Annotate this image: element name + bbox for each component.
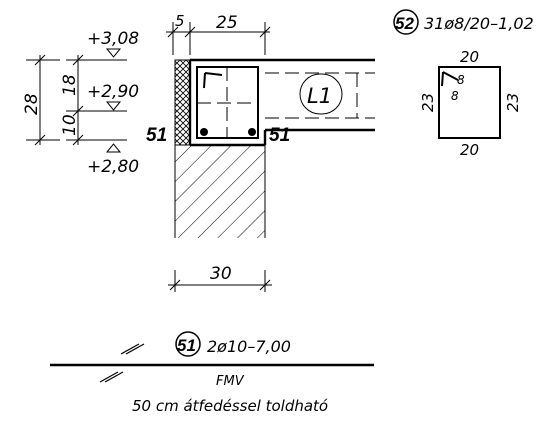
bar-break-mark-bottom-1 bbox=[99, 371, 119, 383]
dim-beam-width-text: 25 bbox=[216, 13, 238, 33]
wall-hatch bbox=[175, 145, 265, 238]
dim-top-tick-3 bbox=[259, 26, 271, 38]
bar-spec-text: 2ø10–7,00 bbox=[207, 337, 291, 356]
bar-detail: 51 2ø10–7,00 FMV 50 cm átfedéssel toldha… bbox=[50, 331, 374, 415]
dim-cover-text: 5 bbox=[175, 12, 185, 30]
dim-total-tick-bottom bbox=[34, 134, 46, 146]
bar-type-text: FMV bbox=[216, 374, 245, 389]
level-top-label: +3,08 bbox=[87, 29, 139, 49]
stirrup-mark-circle bbox=[393, 9, 419, 35]
dim-chain-tick-bottom bbox=[72, 134, 84, 146]
dim-total-text: 28 bbox=[22, 93, 42, 115]
dim-wall-tick-right bbox=[259, 279, 271, 291]
dim-top-tick-1 bbox=[167, 26, 179, 38]
dim-chain-tick-mid bbox=[72, 105, 84, 117]
slab-label-bubble bbox=[299, 73, 343, 115]
stirrup-left-dim: 23 bbox=[419, 93, 437, 112]
stirrup-top-dim: 20 bbox=[460, 48, 479, 66]
level-bottom-triangle bbox=[105, 143, 122, 153]
stirrup-right-dim: 23 bbox=[504, 93, 522, 112]
insulation-strip bbox=[174, 59, 191, 146]
bar-break-mark-top-2 bbox=[125, 343, 145, 355]
bar-break-mark-top-1 bbox=[120, 343, 140, 355]
rebar-left bbox=[200, 128, 208, 136]
beam-section: 51 51 L1 bbox=[146, 58, 375, 238]
dim-total-tick-top bbox=[34, 54, 46, 66]
stirrup-detail-hook bbox=[441, 71, 459, 87]
vertical-dimensions: 28 18 10 bbox=[22, 54, 100, 146]
level-mid-label: +2,90 bbox=[87, 82, 139, 102]
stirrup-hook-8a: 8 bbox=[457, 73, 465, 87]
stirrup-detail: 52 31ø8/20–1,02 8 8 20 20 23 23 bbox=[393, 9, 534, 159]
dim-wall-tick-left bbox=[169, 279, 181, 291]
dim-upper-text: 18 bbox=[60, 74, 80, 96]
bar-mark-circle bbox=[175, 331, 201, 357]
level-marks: +3,08 +2,90 +2,80 bbox=[87, 29, 139, 177]
bottom-dimension: 30 bbox=[168, 264, 272, 292]
top-dimensions: 5 25 bbox=[166, 12, 271, 55]
bar-note-text: 50 cm átfedéssel toldható bbox=[132, 397, 328, 415]
dim-top-tick-2 bbox=[184, 26, 196, 38]
bar-mark-text: 51 bbox=[177, 336, 196, 355]
dim-chain-tick-top bbox=[72, 54, 84, 66]
dim-wall-text: 30 bbox=[210, 264, 232, 284]
dim-lower-text: 10 bbox=[60, 114, 80, 136]
rebar-mark-left: 51 bbox=[146, 125, 167, 146]
stirrup-spec-text: 31ø8/20–1,02 bbox=[424, 14, 534, 33]
level-bottom-label: +2,80 bbox=[87, 157, 139, 177]
bar-break-mark-bottom-2 bbox=[104, 371, 124, 383]
stirrup-shape bbox=[438, 66, 501, 139]
level-mid-triangle bbox=[105, 101, 122, 111]
rebar-right bbox=[248, 128, 256, 136]
stirrup-mark-text: 52 bbox=[395, 14, 414, 33]
slab-label-text: L1 bbox=[307, 84, 332, 108]
stirrup-hook-8b: 8 bbox=[451, 89, 459, 103]
stirrup-bottom-dim: 20 bbox=[460, 141, 479, 159]
level-top-triangle bbox=[105, 48, 122, 58]
stirrup-hook bbox=[203, 72, 223, 89]
rebar-mark-right: 51 bbox=[269, 125, 290, 146]
